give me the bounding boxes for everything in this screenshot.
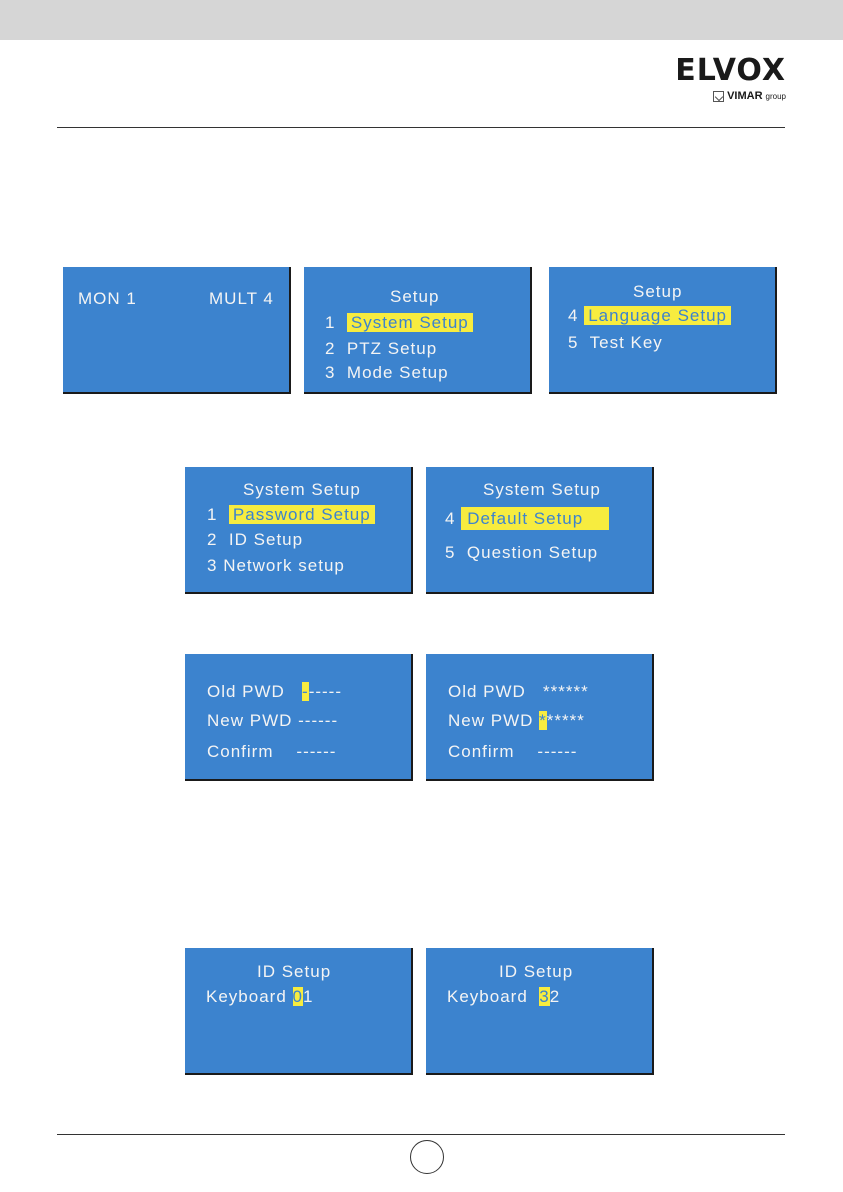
id1-cursor: 0 bbox=[292, 987, 303, 1006]
pwd1-old: Old PWD ------ bbox=[207, 682, 342, 701]
page-number-circle bbox=[410, 1140, 444, 1174]
monitor-label: MON 1 bbox=[78, 289, 137, 308]
setup1-item-1-label: System Setup bbox=[346, 313, 473, 332]
pwd1-new: New PWD ------ bbox=[207, 711, 339, 730]
screen-id-setup-2: ID Setup Keyboard 32 bbox=[426, 948, 654, 1075]
screen-system-setup-1: System Setup 1 Password Setup 2 ID Setup… bbox=[185, 467, 413, 594]
top-gray-bar bbox=[0, 0, 843, 40]
sys2-item-4-label: Default Setup bbox=[461, 507, 610, 530]
logo-wordmark: ELVOX bbox=[675, 53, 786, 88]
header-rule bbox=[57, 127, 785, 128]
pwd1-old-cursor: - bbox=[302, 682, 309, 701]
screen-system-setup-2: System Setup 4 Default Setup 5 Question … bbox=[426, 467, 654, 594]
setup1-item-3: 3 Mode Setup bbox=[325, 363, 449, 382]
pwd2-new: New PWD ****** bbox=[448, 711, 585, 730]
screen-setup-2: Setup 4 Language Setup 5 Test Key bbox=[549, 267, 777, 394]
sys2-item-4: 4 Default Setup bbox=[445, 507, 610, 530]
sys1-item-2: 2 ID Setup bbox=[207, 530, 304, 549]
screen-monitor: MON 1 MULT 4 bbox=[63, 267, 291, 394]
setup1-title: Setup bbox=[390, 287, 440, 306]
id2-title: ID Setup bbox=[499, 962, 574, 981]
pwd2-new-cursor: * bbox=[539, 711, 547, 730]
pwd2-confirm: Confirm ------ bbox=[448, 742, 578, 761]
screen-password-2: Old PWD ****** New PWD ****** Confirm --… bbox=[426, 654, 654, 781]
setup2-title: Setup bbox=[633, 282, 683, 301]
id1-keyboard: Keyboard 01 bbox=[206, 987, 314, 1006]
footer-rule bbox=[57, 1134, 785, 1135]
id2-keyboard: Keyboard 32 bbox=[447, 987, 561, 1006]
sys2-title: System Setup bbox=[483, 480, 601, 499]
monitor-mode: MULT 4 bbox=[209, 289, 274, 308]
screen-id-setup-1: ID Setup Keyboard 01 bbox=[185, 948, 413, 1075]
id2-cursor: 3 bbox=[539, 987, 550, 1006]
logo-vimar: VIMAR bbox=[727, 90, 763, 102]
pwd2-old: Old PWD ****** bbox=[448, 682, 589, 701]
sys1-item-1: 1 Password Setup bbox=[207, 505, 375, 525]
sys1-item-1-label: Password Setup bbox=[228, 505, 375, 524]
setup2-item-4-label: Language Setup bbox=[584, 306, 731, 325]
setup2-item-4: 4 Language Setup bbox=[568, 306, 731, 326]
sys1-title: System Setup bbox=[243, 480, 361, 499]
setup1-item-2: 2 PTZ Setup bbox=[325, 339, 438, 358]
logo-group: group bbox=[765, 91, 786, 101]
logo-subline: VIMAR group bbox=[660, 90, 786, 102]
pwd1-confirm: Confirm ------ bbox=[207, 742, 337, 761]
elvox-logo: ELVOX VIMAR group bbox=[660, 56, 786, 106]
setup2-item-5: 5 Test Key bbox=[568, 333, 663, 352]
screen-setup-1: Setup 1 System Setup 2 PTZ Setup 3 Mode … bbox=[304, 267, 532, 394]
screen-password-1: Old PWD ------ New PWD ------ Confirm --… bbox=[185, 654, 413, 781]
sys2-item-5: 5 Question Setup bbox=[445, 543, 599, 562]
vimar-mark-icon bbox=[713, 90, 725, 102]
sys1-item-3: 3 Network setup bbox=[207, 556, 345, 575]
setup1-item-1: 1 System Setup bbox=[325, 313, 473, 333]
id1-title: ID Setup bbox=[257, 962, 332, 981]
